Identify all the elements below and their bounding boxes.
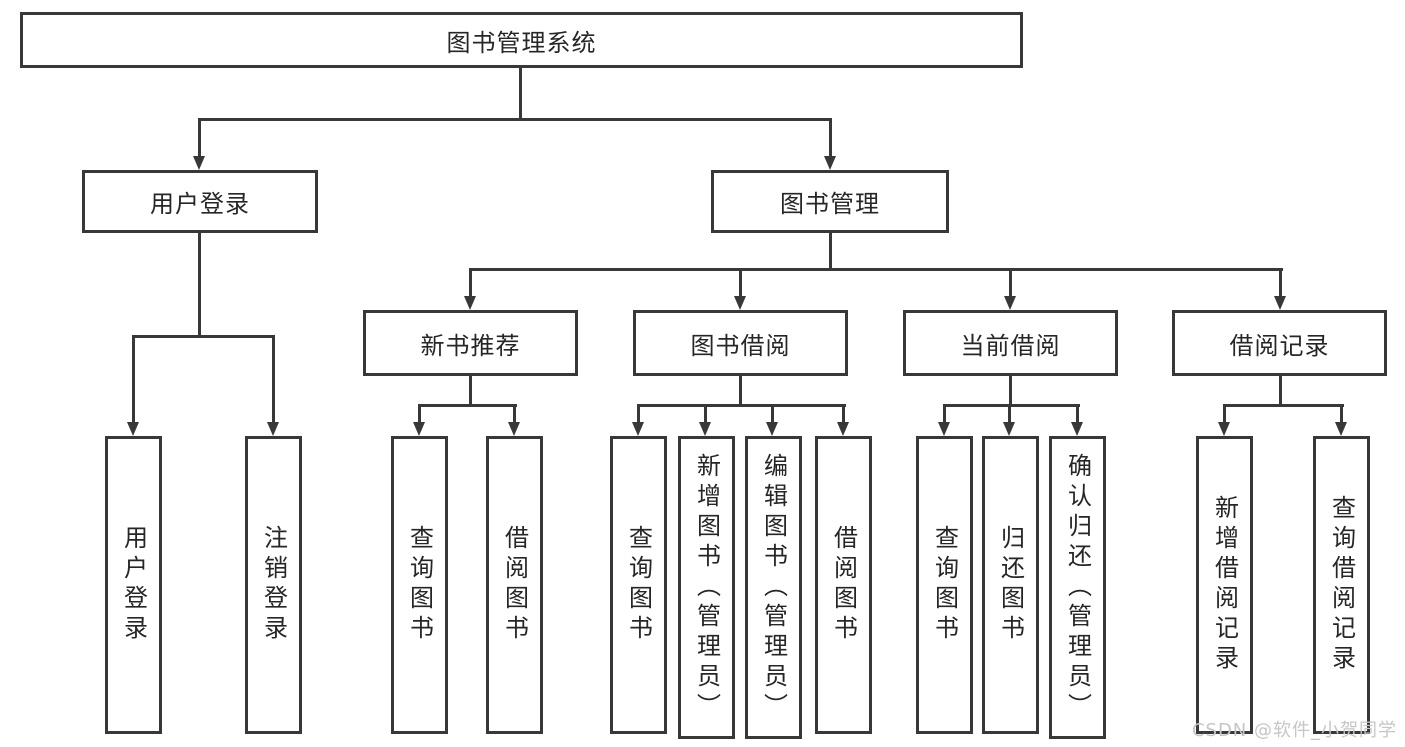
leaf-label: 查询图书 bbox=[930, 525, 959, 645]
connector-line bbox=[132, 335, 135, 424]
connector-line bbox=[198, 233, 201, 337]
connector-line bbox=[1009, 268, 1012, 299]
connector-line bbox=[513, 404, 516, 424]
connector-line bbox=[198, 118, 201, 158]
node-book-borrowing: 图书借阅 bbox=[633, 310, 848, 376]
connector-line bbox=[1076, 404, 1079, 424]
node-user-login: 用户登录 bbox=[82, 170, 318, 233]
leaf-return-book: 归还图书 bbox=[982, 436, 1039, 734]
leaf-edit-book-admin: 编辑图书（管理员） bbox=[745, 436, 802, 739]
leaf-label: 归还图书 bbox=[996, 525, 1025, 645]
arrow-head-icon bbox=[938, 422, 950, 436]
leaf-borrow-books-newbook: 借阅图书 bbox=[486, 436, 543, 734]
leaf-label: 新增借阅记录 bbox=[1210, 495, 1239, 675]
arrow-head-icon bbox=[1071, 422, 1083, 436]
leaf-label: 新增图书（管理员） bbox=[692, 452, 721, 723]
arrow-head-icon bbox=[1003, 422, 1015, 436]
arrow-head-icon bbox=[193, 156, 205, 170]
leaf-label: 借阅图书 bbox=[500, 525, 529, 645]
arrow-head-icon bbox=[1218, 422, 1230, 436]
node-book-management: 图书管理 bbox=[711, 170, 949, 233]
arrow-head-icon bbox=[1335, 422, 1347, 436]
leaf-label: 确认归还（管理员） bbox=[1063, 452, 1092, 723]
connector-line bbox=[842, 404, 845, 424]
arrow-head-icon bbox=[267, 422, 279, 436]
connector-line bbox=[704, 404, 707, 424]
leaf-query-borrow-record: 查询借阅记录 bbox=[1313, 436, 1370, 734]
connector-line bbox=[272, 335, 275, 424]
leaf-label: 查询图书 bbox=[624, 525, 653, 645]
arrow-head-icon bbox=[413, 422, 425, 436]
connector-line bbox=[469, 268, 472, 299]
arrow-head-icon bbox=[824, 156, 836, 170]
arrow-head-icon bbox=[699, 422, 711, 436]
node-label: 图书管理 bbox=[780, 190, 880, 218]
connector-line bbox=[1223, 404, 1344, 407]
leaf-confirm-return-admin: 确认归还（管理员） bbox=[1049, 436, 1106, 739]
leaf-label: 注销登录 bbox=[259, 525, 288, 645]
leaf-user-login: 用户登录 bbox=[105, 436, 162, 734]
arrow-head-icon bbox=[1004, 296, 1016, 310]
node-label: 图书借阅 bbox=[690, 331, 791, 360]
leaf-label: 查询图书 bbox=[405, 525, 434, 645]
connector-line bbox=[469, 376, 472, 407]
arrow-head-icon bbox=[464, 296, 476, 310]
connector-line bbox=[943, 404, 1080, 407]
node-current-borrowing: 当前借阅 bbox=[903, 310, 1118, 376]
node-label: 用户登录 bbox=[150, 190, 250, 218]
arrow-head-icon bbox=[837, 422, 849, 436]
leaf-add-borrow-record: 新增借阅记录 bbox=[1196, 436, 1253, 734]
node-library-management-system: 图书管理系统 bbox=[20, 12, 1023, 68]
node-label: 当前借阅 bbox=[960, 331, 1061, 360]
connector-line bbox=[1340, 404, 1343, 424]
connector-line bbox=[418, 404, 421, 424]
node-label: 借阅记录 bbox=[1229, 331, 1330, 360]
connector-line bbox=[1009, 376, 1012, 407]
connector-line bbox=[943, 404, 946, 424]
leaf-label: 查询借阅记录 bbox=[1327, 495, 1356, 675]
connector-line bbox=[739, 376, 742, 407]
arrow-head-icon bbox=[734, 296, 746, 310]
leaf-label: 借阅图书 bbox=[829, 525, 858, 645]
arrow-head-icon bbox=[1274, 296, 1286, 310]
connector-line bbox=[739, 268, 742, 299]
connector-line bbox=[637, 404, 640, 424]
connector-line bbox=[1223, 404, 1226, 424]
leaf-add-book-admin: 新增图书（管理员） bbox=[678, 436, 735, 739]
connector-line bbox=[469, 268, 1283, 271]
leaf-borrow-books-borrow: 借阅图书 bbox=[815, 436, 872, 734]
leaf-label: 编辑图书（管理员） bbox=[759, 452, 788, 723]
connector-line bbox=[519, 68, 522, 120]
connector-line bbox=[198, 118, 832, 121]
node-borrowing-records: 借阅记录 bbox=[1172, 310, 1387, 376]
connector-line bbox=[1008, 404, 1011, 424]
connector-line bbox=[1279, 376, 1282, 407]
node-label: 图书管理系统 bbox=[446, 28, 597, 57]
connector-line bbox=[132, 335, 275, 338]
node-new-book-recommendation: 新书推荐 bbox=[363, 310, 578, 376]
node-label: 新书推荐 bbox=[420, 331, 521, 360]
arrow-head-icon bbox=[766, 422, 778, 436]
connector-line bbox=[829, 118, 832, 158]
leaf-query-books-current: 查询图书 bbox=[916, 436, 973, 734]
connector-line bbox=[771, 404, 774, 424]
connector-line bbox=[1279, 268, 1282, 299]
connector-line bbox=[829, 233, 832, 271]
leaf-query-books-borrow: 查询图书 bbox=[610, 436, 667, 734]
arrow-head-icon bbox=[127, 422, 139, 436]
arrow-head-icon bbox=[632, 422, 644, 436]
leaf-label: 用户登录 bbox=[119, 525, 148, 645]
watermark: CSDN @软件_小贺同学 bbox=[1191, 720, 1397, 741]
leaf-logout: 注销登录 bbox=[245, 436, 302, 734]
connector-line bbox=[637, 404, 846, 407]
connector-line bbox=[418, 404, 517, 407]
arrow-head-icon bbox=[508, 422, 520, 436]
leaf-query-books-newbook: 查询图书 bbox=[391, 436, 448, 734]
